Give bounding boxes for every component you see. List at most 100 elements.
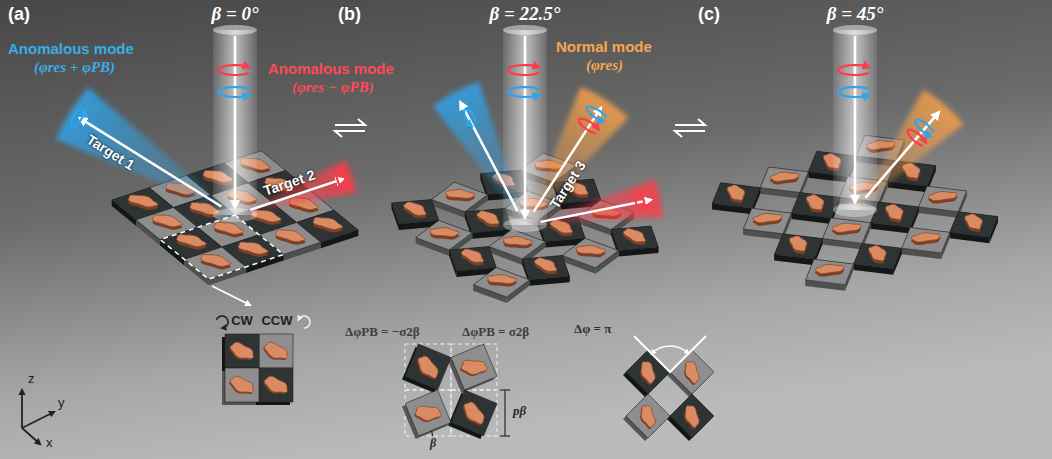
nanostructure-blob	[685, 362, 699, 384]
tile-top	[854, 243, 902, 268]
nanostructure-blob	[464, 402, 484, 424]
rotated-cell-inset	[402, 344, 510, 439]
angle-label: β = 22.5°	[490, 3, 561, 25]
nanostructure-blob	[965, 214, 983, 229]
angle-lines	[634, 336, 706, 372]
tile-top	[451, 390, 497, 436]
tile-top	[670, 394, 714, 438]
polarization-ring	[838, 87, 869, 97]
tile-top	[823, 218, 871, 244]
direction-arrow	[461, 103, 518, 211]
tile-top	[184, 247, 246, 279]
incident-beam	[213, 25, 257, 222]
phase-label: (φres)	[586, 57, 623, 74]
polarization-ring	[905, 127, 927, 147]
phase-label: (φres + φPB)	[34, 59, 115, 76]
harpoon	[675, 119, 705, 125]
tile-top	[712, 183, 760, 209]
nanostructure-blob	[415, 406, 441, 420]
nanostructure-blob	[641, 406, 655, 428]
tile-top	[562, 238, 618, 268]
nanostructure-blob	[806, 195, 824, 210]
switch-arrows	[335, 119, 365, 137]
tile-top	[259, 368, 293, 402]
beam-body	[213, 30, 257, 215]
beam-top	[503, 25, 547, 35]
nanostructure-blob	[623, 229, 645, 242]
nanostructure-blob	[230, 342, 253, 358]
tile-top	[774, 234, 822, 259]
rotation-label: CW	[231, 314, 253, 329]
angle-arrow	[652, 346, 689, 354]
panel-label: (b)	[338, 4, 361, 25]
period-dimension	[500, 390, 510, 436]
tile-top	[760, 167, 808, 193]
reflected-beam-cone	[56, 87, 235, 215]
mode-label: Anomalous mode	[268, 60, 394, 77]
dimension-label: pβ	[513, 404, 526, 419]
direction-arrow	[865, 113, 938, 198]
polarization-ring	[838, 65, 869, 75]
nanostructure-blob	[770, 172, 799, 181]
nanostructure-blob	[418, 356, 438, 378]
nanostructure-blob	[238, 242, 268, 254]
nanostructure-blob	[576, 245, 606, 254]
nanostructure-blob	[753, 214, 782, 223]
polarization-ring	[462, 107, 478, 127]
metasurface-tile	[473, 267, 529, 303]
nanostructure-blob	[177, 235, 207, 247]
nanostructure-blob	[477, 211, 499, 225]
switch-arrows	[675, 119, 705, 137]
tile-top	[449, 247, 496, 271]
metasurface-tile	[854, 243, 902, 274]
target-label: Target 2	[261, 167, 317, 199]
tile-top	[392, 200, 439, 224]
metasurface-tile	[184, 247, 246, 285]
tile-top	[432, 182, 488, 212]
reflected-beam-cone	[433, 82, 525, 225]
nanostructure-blob	[789, 236, 807, 251]
unit-cell-inset	[216, 316, 310, 405]
metasurface-tile	[562, 238, 618, 274]
target-label: Target 1	[84, 132, 138, 174]
diamond-cell-inset	[623, 336, 714, 441]
rotation-arrow	[216, 316, 228, 328]
tile-top	[950, 212, 998, 238]
nanostructure-blob	[815, 264, 844, 273]
nanostructure-blob	[461, 249, 483, 262]
nanostructure-blob	[276, 230, 306, 242]
polarization-ring	[508, 87, 539, 97]
nanostructure-blob	[128, 195, 158, 207]
tile-top	[489, 229, 545, 259]
nanostructure-blob	[264, 342, 287, 358]
polarization-ring	[218, 87, 249, 97]
unit-cell-outline	[160, 215, 283, 279]
axis-arrow	[21, 390, 23, 428]
nanostructure-blob	[487, 275, 517, 284]
dimension-line	[504, 390, 505, 436]
tile-top	[919, 186, 967, 212]
polarization-ring	[508, 65, 539, 75]
tile-top	[670, 350, 714, 394]
nanostructure-blob	[430, 228, 460, 237]
tile-top	[416, 220, 472, 250]
beam-top	[213, 25, 257, 35]
nanostructure-blob	[264, 376, 287, 392]
phase-difference-label: Δφ = π	[574, 322, 611, 337]
tile-top	[791, 193, 839, 218]
tile-top	[626, 350, 670, 394]
tile-top	[225, 334, 259, 368]
phase-gradient-label: ΔφPB = −σ2β	[345, 325, 420, 340]
direction-arrow	[534, 108, 601, 211]
polarization-ring	[334, 168, 348, 189]
nanostructure-blob	[313, 218, 343, 230]
axis-arrow	[22, 412, 54, 428]
nanostructure-blob	[503, 237, 533, 246]
nanostructure-blob	[832, 223, 861, 232]
angle-label: β = 45°	[827, 3, 884, 25]
target-label: Target 3	[546, 158, 589, 212]
tile-top	[473, 267, 529, 297]
